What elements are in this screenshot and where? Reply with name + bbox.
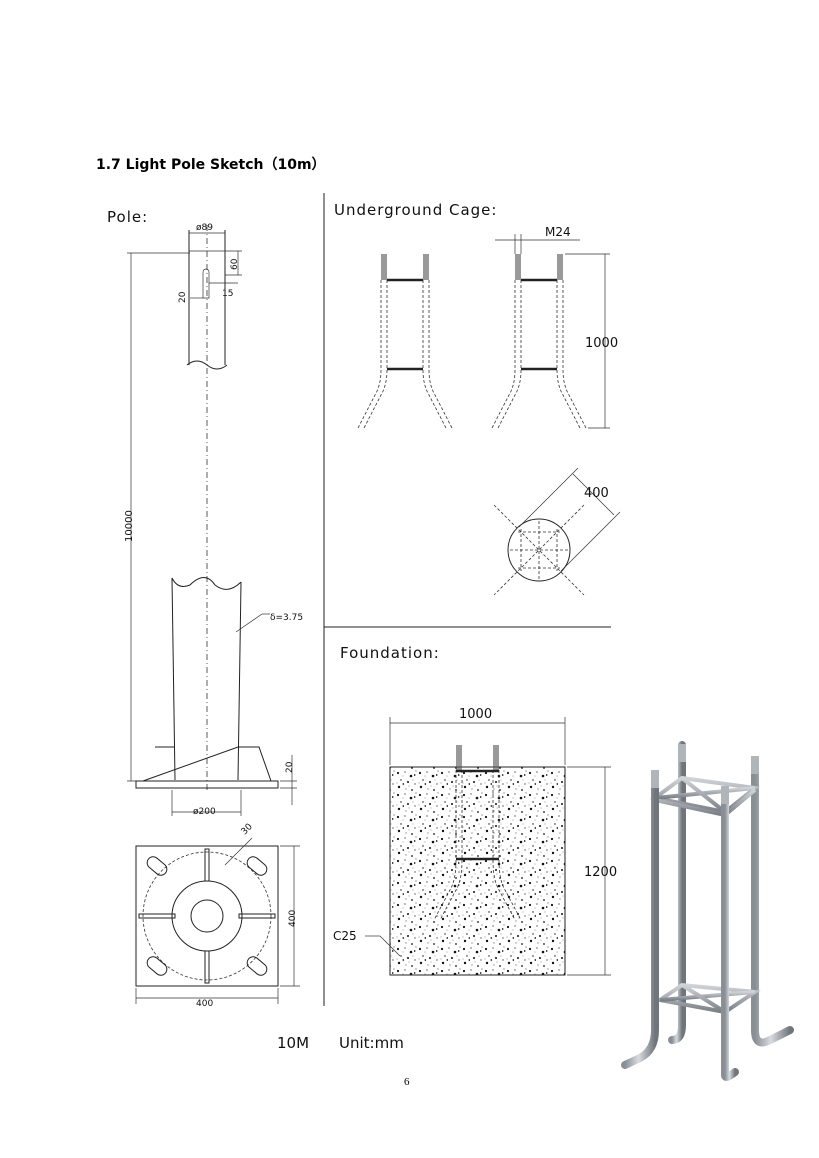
pole-thickness: δ=3.75 — [270, 613, 303, 623]
cage-3d-illustration — [621, 741, 794, 1081]
page-number: 6 — [404, 1076, 410, 1088]
pole-dim-20-top: 20 — [178, 291, 188, 303]
pole-base-diameter: ø200 — [193, 807, 216, 817]
pole-top-diameter: ø89 — [196, 223, 213, 233]
cage-heading: Underground Cage: — [334, 201, 497, 219]
base-plate-plan: 30 400 400 — [135, 822, 300, 1009]
foundation-heading: Foundation: — [340, 644, 440, 662]
model-label: 10M — [277, 1034, 309, 1052]
plate-dim-30: 30 — [240, 822, 255, 837]
concrete-block — [389, 766, 566, 976]
plate-height: 400 — [288, 910, 298, 927]
pole-dim-20-base: 20 — [285, 761, 295, 773]
underground-cage: Underground Cage: M24 100 — [334, 201, 621, 596]
pole-dim-60: 60 — [230, 258, 240, 270]
unit-label: Unit:mm — [339, 1034, 404, 1052]
cage-diagonal: 400 — [584, 486, 609, 501]
pole-heading: Pole: — [107, 208, 148, 226]
plate-width: 400 — [196, 999, 213, 1009]
cage-bolt-size: M24 — [545, 225, 571, 239]
pole-height: 10000 — [124, 510, 135, 542]
pole-elevation: Pole: ø89 20 15 60 10000 δ=3.75 — [107, 208, 303, 817]
foundation-section: Foundation: 1000 1200 C25 — [333, 644, 617, 976]
concrete-grade: C25 — [333, 929, 357, 943]
foundation-depth: 1200 — [584, 865, 617, 880]
page-title: 1.7 Light Pole Sketch（10m） — [96, 157, 326, 173]
pole-dim-15: 15 — [222, 289, 233, 299]
foundation-width: 1000 — [459, 707, 492, 722]
cage-height: 1000 — [585, 336, 618, 351]
